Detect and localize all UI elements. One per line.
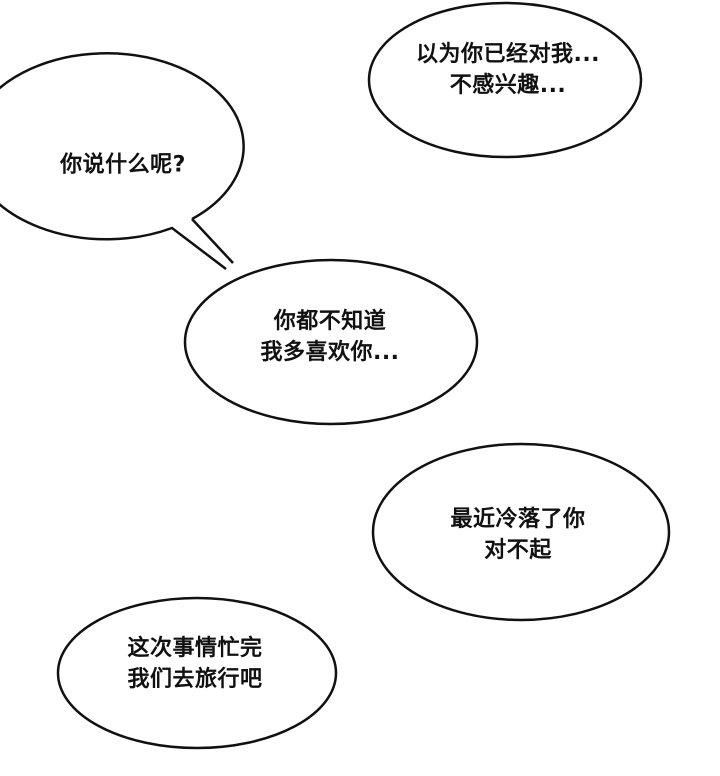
speech-bubble-3-text: 你都不知道 我多喜欢你... (260, 306, 399, 368)
speech-bubble-4-line-1: 最近冷落了你 (450, 507, 586, 532)
speech-bubble-1-text: 以为你已经对我... 不感兴趣... (416, 39, 600, 101)
speech-bubble-5-text: 这次事情忙完 我们去旅行吧 (127, 633, 262, 695)
speech-bubble-2-tail (191, 218, 234, 264)
speech-bubble-5-line-1: 这次事情忙完 (127, 636, 263, 661)
speech-bubble-4-text: 最近冷落了你 对不起 (450, 504, 585, 566)
speech-bubble-2-text: 你说什么呢? (60, 150, 186, 181)
speech-bubble-1-line-1: 以为你已经对我... (415, 42, 601, 67)
speech-bubble-3-outline (183, 258, 479, 426)
speech-bubble-2-outline (0, 52, 245, 270)
speech-bubble-2-line-1: 你说什么呢? (60, 152, 186, 178)
speech-bubble-3-line-1: 你都不知道 (273, 309, 387, 334)
speech-bubble-4-line-2: 对不起 (484, 538, 552, 563)
speech-bubble-1-line-2: 不感兴趣... (449, 73, 567, 98)
speech-bubble-5-outline (56, 596, 338, 750)
speech-bubble-1-outline (367, 1, 643, 159)
speech-bubble-5-line-2: 我们去旅行吧 (127, 667, 263, 692)
speech-bubble-4-outline (371, 442, 671, 622)
speech-bubble-3-line-2: 我多喜欢你... (260, 340, 400, 365)
